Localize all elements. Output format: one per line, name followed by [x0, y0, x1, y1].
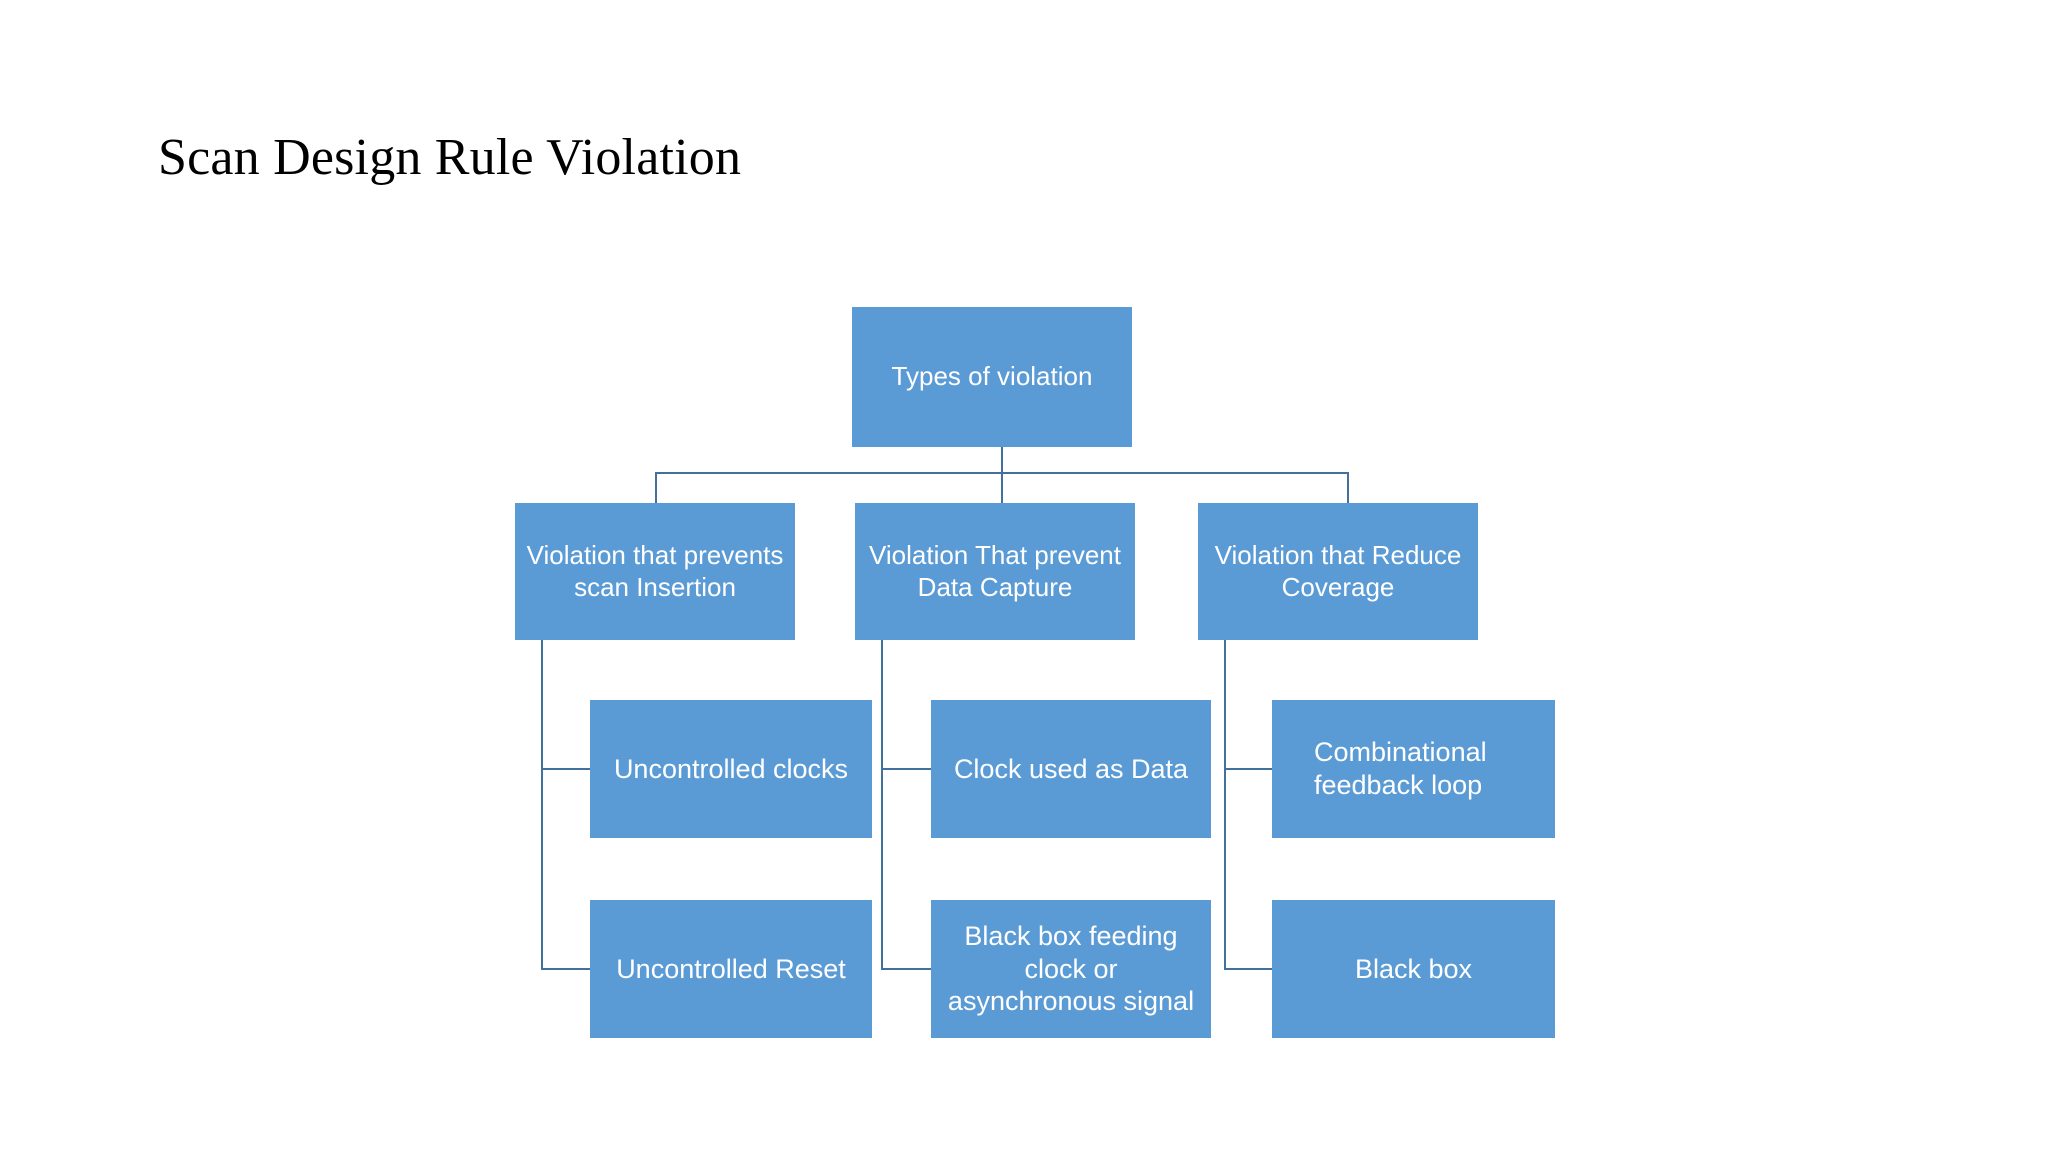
node-combinational-feedback-loop[interactable]: Combinational feedback loop [1272, 700, 1555, 838]
connector-stub-branch-3-child-2 [1224, 968, 1272, 970]
connector-stub-branch-2-child-2 [881, 968, 931, 970]
connector-stub-branch-2-child-1 [881, 768, 931, 770]
connector-drop-branch-1 [655, 472, 657, 503]
node-black-box-feeding-clock[interactable]: Black box feeding clock or asynchronous … [931, 900, 1211, 1038]
connector-stub-branch-1-child-2 [541, 968, 590, 970]
connector-stub-branch-1-child-1 [541, 768, 590, 770]
node-uncontrolled-reset[interactable]: Uncontrolled Reset [590, 900, 872, 1038]
node-violation-reduce-coverage[interactable]: Violation that Reduce Coverage [1198, 503, 1478, 640]
node-violation-prevent-data-capture[interactable]: Violation That prevent Data Capture [855, 503, 1135, 640]
connector-drop-branch-2 [1001, 472, 1003, 503]
connector-spine-branch-1 [541, 640, 543, 970]
connector-stub-branch-3-child-1 [1224, 768, 1272, 770]
node-violation-prevents-scan-insertion[interactable]: Violation that prevents scan Insertion [515, 503, 795, 640]
node-uncontrolled-clocks[interactable]: Uncontrolled clocks [590, 700, 872, 838]
node-clock-used-as-data[interactable]: Clock used as Data [931, 700, 1211, 838]
node-black-box[interactable]: Black box [1272, 900, 1555, 1038]
connector-spine-branch-3 [1224, 640, 1226, 970]
connector-root-stem [1001, 447, 1003, 473]
node-types-of-violation[interactable]: Types of violation [852, 307, 1132, 447]
page-title: Scan Design Rule Violation [158, 129, 742, 186]
connector-spine-branch-2 [881, 640, 883, 970]
connector-drop-branch-3 [1347, 472, 1349, 503]
